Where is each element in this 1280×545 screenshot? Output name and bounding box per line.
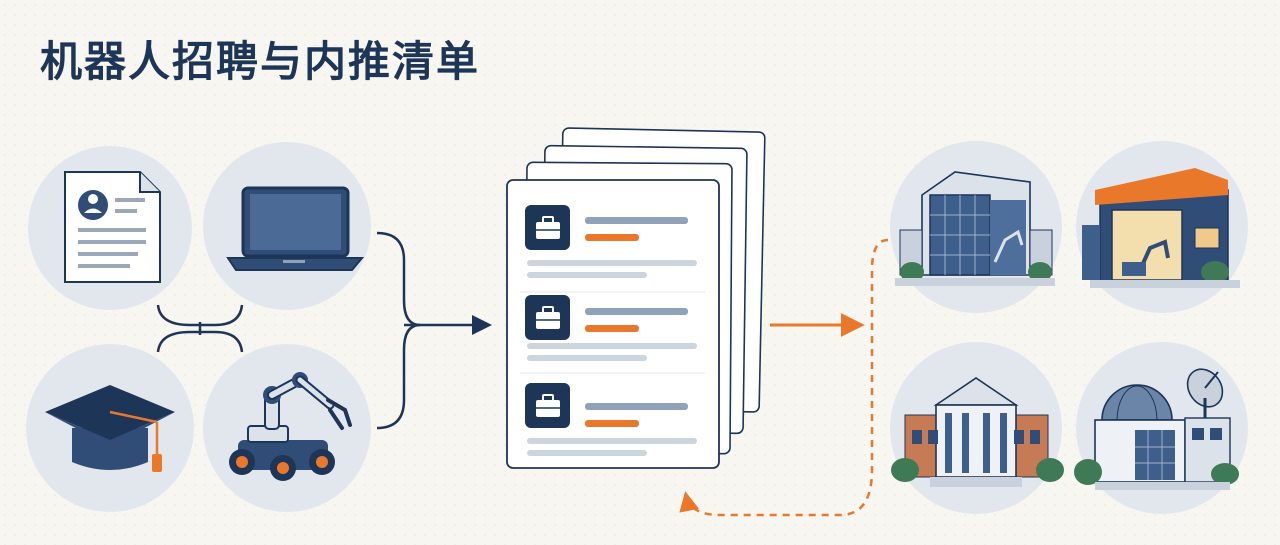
referral-feedback-arrow [679, 238, 889, 517]
destination-research-lab [1074, 342, 1248, 514]
briefcase-icon [536, 394, 560, 417]
laptop-icon [226, 186, 365, 271]
input-laptop [203, 142, 371, 310]
resume-icon [64, 171, 161, 283]
briefcase-icon [536, 306, 560, 329]
input-education [26, 344, 194, 512]
job-list-item[interactable] [520, 205, 705, 293]
destination-office [890, 141, 1062, 313]
destination-factory [1076, 141, 1248, 313]
university-icon [891, 377, 1064, 487]
inputs-to-list-arrow [376, 231, 492, 430]
factory-icon [1082, 168, 1240, 288]
input-resume [28, 146, 192, 310]
research-lab-icon [1074, 368, 1239, 490]
left-connector [156, 304, 244, 353]
job-list-item[interactable] [525, 383, 697, 456]
graduation-cap-icon [45, 385, 175, 472]
page-title: 机器人招聘与内推清单 [40, 37, 481, 86]
destination-university [890, 342, 1064, 514]
job-list-item[interactable] [520, 295, 705, 374]
briefcase-icon [536, 216, 560, 239]
office-building-icon [895, 171, 1055, 286]
input-robotics [203, 344, 371, 512]
robot-arm-icon [229, 372, 352, 481]
